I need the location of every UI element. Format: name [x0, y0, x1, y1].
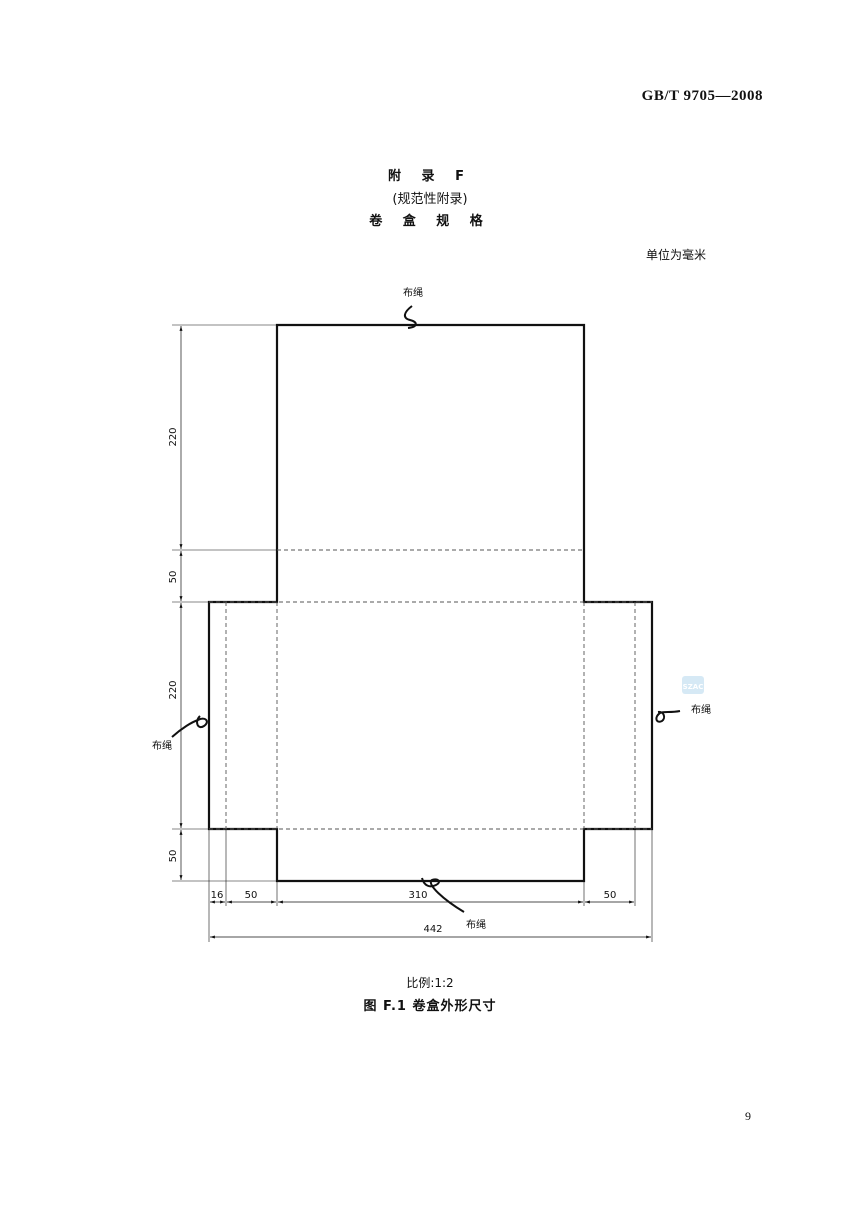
rope-label-right: 布绳 [691, 703, 711, 716]
fold-lines [209, 549, 652, 830]
dim-spine-height: 50 [168, 571, 179, 584]
svg-text:SZAC: SZAC [683, 683, 704, 691]
rope-right [655, 710, 681, 723]
appendix-title: 附 录 F [388, 169, 472, 184]
rope-bottom [421, 877, 465, 913]
appendix-subject: 卷 盒 规 格 [369, 214, 491, 229]
standard-code: GB/T 9705—2008 [641, 88, 763, 104]
rope-left [171, 715, 208, 738]
dim-lid-height: 220 [168, 427, 179, 446]
page-number: 9 [745, 1109, 751, 1123]
rope-label-bottom: 布绳 [466, 918, 486, 931]
rope-label-left: 布绳 [152, 739, 172, 752]
dim-edge-fold-width: 16 [211, 890, 224, 901]
figure-caption: 图 F.1 卷盒外形尺寸 [363, 999, 497, 1014]
rope-label-top: 布绳 [403, 286, 423, 299]
rope-top [404, 305, 417, 329]
dim-side-flap-right: 50 [604, 890, 617, 901]
watermark-logo: SZAC [682, 676, 704, 694]
horizontal-dimensions [210, 900, 651, 939]
dim-center-width: 310 [408, 890, 427, 901]
box-outline [207, 323, 654, 883]
dim-bottom-flap-height: 50 [168, 850, 179, 863]
extension-lines [172, 324, 653, 942]
appendix-type: (规范性附录) [392, 192, 468, 207]
dim-side-flap-left: 50 [245, 890, 258, 901]
unit-note: 单位为毫米 [646, 248, 707, 262]
drawing-scale: 比例:1:2 [406, 976, 454, 990]
dim-total-width: 442 [423, 924, 442, 935]
dim-back-height: 220 [168, 680, 179, 699]
